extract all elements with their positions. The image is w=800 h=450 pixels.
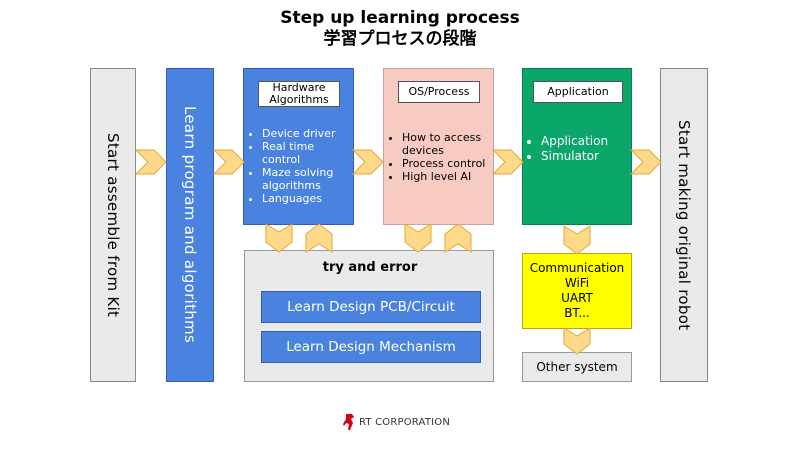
hardware-header: Hardware Algorithms	[258, 81, 340, 107]
kit-column-label: Start assemble from Kit	[104, 132, 122, 318]
arrow-hardware-down	[265, 223, 293, 253]
arrow-application-down	[563, 225, 591, 255]
application-list: Application Simulator	[527, 134, 631, 164]
application-header: Application	[533, 81, 623, 103]
arrow-communication-down	[563, 327, 591, 355]
hardware-list: Device driver Real time control Maze sol…	[248, 127, 352, 205]
list-item: High level AI	[402, 170, 492, 183]
arrow-application-to-original	[629, 149, 662, 175]
list-item: Languages	[262, 192, 352, 205]
diagram-title: Step up learning process 学習プロセスの段階	[0, 8, 800, 50]
list-item: Device driver	[262, 127, 352, 140]
hardware-header-label: Hardware Algorithms	[269, 81, 329, 106]
list-item: Real time control	[262, 140, 352, 166]
learn-column-label: Learn program and algorithms	[181, 106, 199, 344]
communication-line: BT...	[564, 306, 590, 320]
arrow-learn-to-hardware	[212, 149, 245, 175]
communication-line: WiFi	[564, 276, 590, 290]
arrow-hardware-up	[305, 223, 333, 253]
original-robot-column-label: Start making original robot	[675, 119, 693, 331]
learn-mechanism-label: Learn Design Mechanism	[286, 339, 456, 355]
list-item: How to access devices	[402, 131, 492, 157]
list-item: Simulator	[541, 149, 631, 164]
title-line-japanese: 学習プロセスの段階	[323, 29, 477, 49]
os-process-list: How to access devices Process control Hi…	[388, 131, 492, 183]
company-logo: RT CORPORATION	[342, 413, 482, 431]
list-item: Maze solving algorithms	[262, 166, 352, 192]
communication-line: UART	[561, 291, 593, 305]
other-system-label: Other system	[536, 360, 618, 374]
kit-column: Start assemble from Kit	[90, 68, 136, 382]
hardware-panel: Hardware Algorithms Device driver Real t…	[243, 68, 354, 225]
arrow-os-down	[404, 223, 432, 253]
arrow-os-to-application	[491, 149, 524, 175]
communication-box: Communication WiFi UART BT...	[522, 253, 632, 329]
learn-pcb-circuit-label: Learn Design PCB/Circuit	[287, 299, 455, 315]
logo-text: RT CORPORATION	[359, 416, 451, 428]
os-process-header-label: OS/Process	[408, 85, 470, 98]
application-panel: Application Application Simulator	[522, 68, 632, 225]
try-and-error-title: try and error	[322, 260, 418, 275]
try-and-error-box: try and error Learn Design PCB/Circuit L…	[244, 250, 494, 382]
title-line-english: Step up learning process	[280, 8, 520, 28]
learn-mechanism-box: Learn Design Mechanism	[261, 331, 481, 363]
learn-pcb-circuit-box: Learn Design PCB/Circuit	[261, 291, 481, 323]
original-robot-column: Start making original robot	[660, 68, 708, 382]
arrow-os-up	[444, 223, 472, 253]
learn-column: Learn program and algorithms	[166, 68, 214, 382]
other-system-box: Other system	[522, 352, 632, 382]
os-process-header: OS/Process	[398, 81, 480, 103]
os-process-panel: OS/Process How to access devices Process…	[383, 68, 494, 225]
list-item: Process control	[402, 157, 492, 170]
communication-line: Communication	[529, 261, 625, 275]
arrow-kit-to-learn	[134, 149, 167, 175]
arrow-hardware-to-os	[351, 149, 384, 175]
application-header-label: Application	[547, 85, 609, 98]
list-item: Application	[541, 134, 631, 149]
rt-robot-logo-icon	[343, 414, 354, 430]
